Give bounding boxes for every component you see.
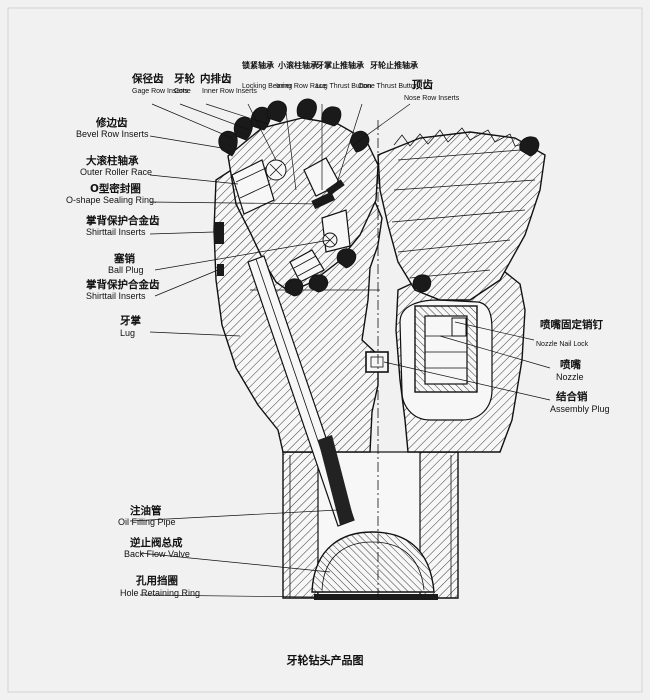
label-inner-row-zh: 内排齿: [200, 72, 232, 85]
label-ball-plug-en: Ball Plug: [108, 265, 144, 275]
label-locking-bearing-en: Locking Bearing: [242, 83, 292, 90]
label-locking-bearing-zh: 锁紧轴承: [242, 60, 274, 70]
label-shirttail-1-zh: 掌背保护合金齿: [86, 214, 160, 227]
label-inner-row-race-zh: 小滚柱轴承: [277, 60, 318, 70]
label-assembly-plug-zh: 结合销: [556, 390, 588, 403]
nozzle-nail-lock: [451, 317, 467, 337]
oil-filling-pipe: [247, 255, 355, 527]
label-ball-plug-zh: 塞销: [113, 252, 135, 265]
label-nozzle-zh: 喷嘴: [560, 358, 581, 371]
label-shirttail-2-zh: 掌背保护合金齿: [86, 278, 160, 291]
label-o-ring-zh: O型密封圈: [90, 182, 141, 195]
label-assembly-plug-en: Assembly Plug: [550, 404, 610, 414]
label-back-flow-en: Back Flow Valve: [124, 549, 190, 559]
shirttail-inserts: [214, 222, 224, 276]
label-inner-row-race-en: Inner Row Race: [276, 83, 326, 90]
label-nose-row-en: Nose Row Inserts: [404, 95, 460, 102]
back-flow-valve: [311, 531, 435, 593]
label-gauge-row-en: Gage Row Inserts: [132, 88, 189, 95]
label-lug-en: Lug: [120, 328, 135, 338]
hole-retaining-ring: [314, 594, 438, 600]
label-shirttail-1-en: Shirttail Inserts: [86, 227, 146, 237]
label-nozzle-en: Nozzle: [556, 372, 584, 382]
label-cone-zh: 牙轮: [174, 72, 195, 85]
figure-caption: 牙轮钻头产品图: [287, 653, 364, 667]
label-o-ring-en: O-shape Sealing Ring.: [66, 195, 157, 205]
label-outer-roller-zh: 大滚柱轴承: [86, 154, 139, 167]
label-lug-thrust-zh: 牙掌止推轴承: [316, 60, 364, 70]
label-back-flow-zh: 逆止阀总成: [130, 536, 183, 549]
cone-inserts: [218, 98, 540, 297]
label-bevel-row-en: Bevel Row Inserts: [76, 129, 149, 139]
label-lug-zh: 牙掌: [120, 314, 141, 327]
right-cone: [377, 127, 546, 301]
label-gauge-row-zh: 保径齿: [131, 72, 164, 85]
label-hole-ring-zh: 孔用挡圈: [136, 574, 178, 587]
label-cone-en: Cone: [174, 88, 191, 95]
label-hole-ring-en: Hole Retaining Ring: [120, 588, 200, 598]
right-lug-body: [395, 267, 526, 453]
label-lug-thrust-en: Lug Thrust Button: [316, 83, 372, 90]
label-oil-pipe-en: Oil Filling Pipe: [118, 517, 176, 527]
label-outer-roller-en: Outer Roller Race: [80, 167, 152, 177]
leader-lines: [129, 103, 551, 598]
label-cone-thrust-zh: 牙轮止推轴承: [370, 60, 418, 70]
label-nozzle-nail-lock-zh1: 喷嘴固定销钉: [540, 318, 603, 331]
label-shirttail-2-en: Shirttail Inserts: [86, 291, 146, 301]
label-nozzle-nail-lock-en: Nozzle Nail Lock: [536, 341, 589, 348]
label-cone-thrust-en: Cone Thrust Button: [358, 83, 419, 90]
label-nose-row-zh: 顶齿: [412, 78, 433, 91]
label-inner-row-en: Inner Row Inserts: [202, 88, 257, 95]
label-bevel-row-zh: 修边齿: [95, 116, 128, 129]
label-oil-pipe-zh: 注油管: [130, 504, 162, 517]
